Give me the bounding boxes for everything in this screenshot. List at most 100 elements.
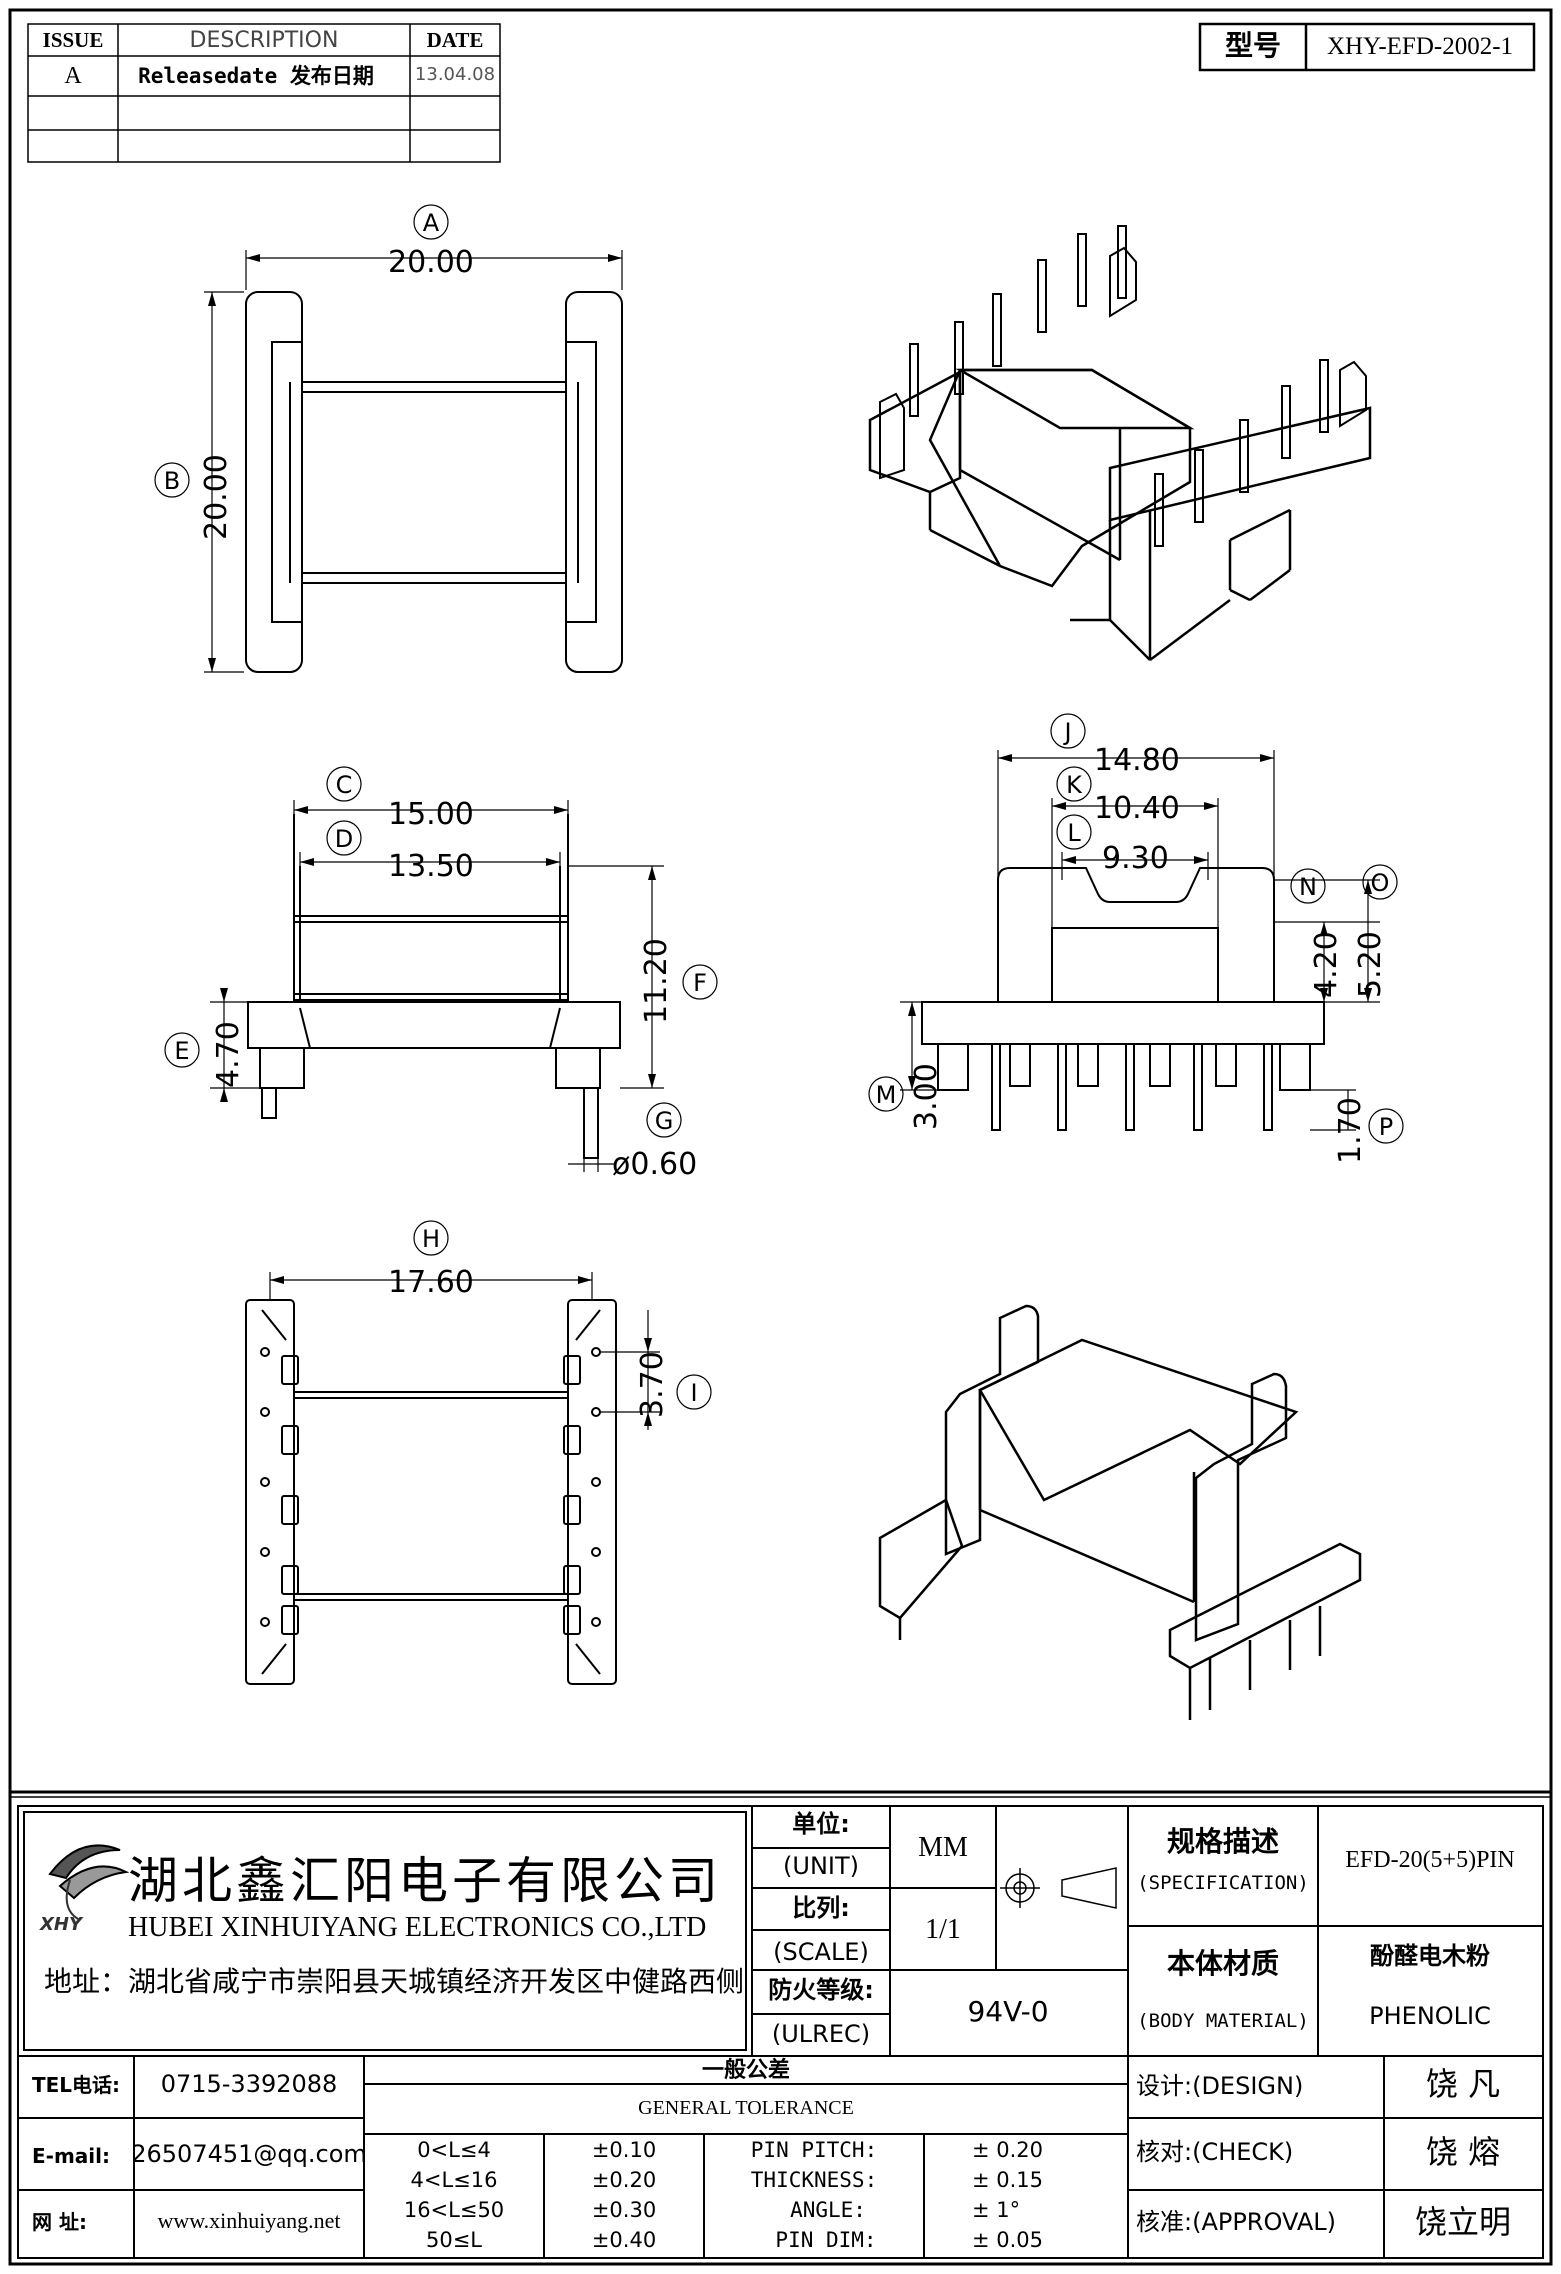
scale-label-en: (SCALE)	[773, 1938, 869, 1966]
dim-L-value: 9.30	[1102, 841, 1169, 876]
tolerance-value-3: ±0.40	[591, 2228, 657, 2252]
scale-value: 1/1	[925, 1914, 961, 1945]
svg-text:E: E	[174, 1037, 189, 1065]
spec-angle-label: ANGLE:	[790, 2198, 866, 2222]
svg-text:H: H	[422, 1225, 440, 1253]
unit-label-en: (UNIT)	[783, 1852, 859, 1880]
spec-thickness-value: ± 0.15	[972, 2168, 1044, 2192]
tel-value: 0715-3392088	[160, 2070, 338, 2098]
company-address: 地址：湖北省咸宁市崇阳县天城镇经济开发区中健路西侧	[44, 1965, 745, 1998]
dim-C-value: 15.00	[388, 797, 474, 832]
svg-text:I: I	[690, 1379, 697, 1407]
email-label: E-mail:	[32, 2144, 111, 2168]
spec-value: EFD-20(5+5)PIN	[1345, 1847, 1515, 1873]
dim-I-value: 3.70	[635, 1351, 670, 1418]
view-top	[245, 291, 623, 673]
model-box	[1198, 22, 1536, 72]
ulrec-label-cn: 防火等级:	[768, 1976, 874, 2004]
svg-text:B: B	[164, 467, 180, 495]
svg-text:O: O	[1371, 869, 1390, 897]
company-logo	[48, 1844, 130, 1921]
dim-F-value: 11.20	[639, 938, 674, 1024]
dim-M-value: 3.00	[909, 1063, 944, 1130]
svg-text:M: M	[876, 1081, 897, 1109]
svg-text:G: G	[655, 1107, 674, 1135]
dims-side	[164, 766, 718, 1172]
rev-header-description: DESCRIPTION	[189, 28, 339, 53]
unit-value: MM	[918, 1832, 968, 1863]
dim-J-value: 14.80	[1094, 743, 1180, 778]
model-value: XHY-EFD-2002-1	[1326, 33, 1514, 60]
material-value-en: PHENOLIC	[1369, 2002, 1491, 2030]
unit-label-cn: 单位:	[792, 1810, 850, 1838]
tolerance-value-0: ±0.10	[591, 2138, 657, 2162]
tolerance-range-0: 0<L≤4	[417, 2138, 491, 2162]
scale-label-cn: 比列:	[792, 1894, 850, 1922]
view-side	[247, 814, 621, 1159]
svg-text:L: L	[1067, 819, 1081, 847]
spec-label-cn: 规格描述	[1166, 1825, 1280, 1858]
dim-G-value: ø0.60	[612, 1147, 697, 1182]
spec-pin-pitch-value: ± 0.20	[972, 2138, 1044, 2162]
view-front	[921, 867, 1325, 1131]
svg-text:P: P	[1379, 1113, 1393, 1141]
dim-O-value: 5.20	[1353, 931, 1388, 998]
spec-angle-value: ± 1°	[972, 2198, 1021, 2222]
web-value: www.xinhuiyang.net	[157, 2208, 341, 2233]
design-label: 设计:(DESIGN)	[1136, 2072, 1304, 2100]
approval-label: 核准:(APPROVAL)	[1136, 2208, 1336, 2236]
view-iso-top	[868, 368, 1372, 661]
check-name: 饶 熔	[1425, 2133, 1501, 2171]
dim-E-value: 4.70	[211, 1021, 246, 1088]
svg-text:F: F	[693, 969, 707, 997]
web-label: 网 址:	[32, 2210, 87, 2234]
spec-pin-pitch-label: PIN PITCH:	[750, 2138, 878, 2162]
material-label-cn: 本体材质	[1166, 1947, 1280, 1980]
tolerance-range-1: 4<L≤16	[410, 2168, 498, 2192]
svg-text:J: J	[1062, 718, 1071, 746]
tolerance-value-2: ±0.30	[591, 2198, 657, 2222]
dim-K-value: 10.40	[1094, 791, 1180, 826]
approval-name: 饶立明	[1414, 2203, 1512, 2241]
dim-N-value: 4.20	[1309, 931, 1344, 998]
rev-row-description: Releasedate 发布日期	[138, 64, 374, 88]
model-label: 型号	[1224, 29, 1282, 62]
svg-text:D: D	[335, 825, 353, 853]
dim-H-value: 17.60	[388, 1265, 474, 1300]
svg-text:K: K	[1066, 771, 1083, 799]
projection-symbol	[1000, 1867, 1117, 1909]
company-name-en: HUBEI XINHUIYANG ELECTRONICS CO.,LTD	[128, 1912, 707, 1943]
revision-table-grid	[27, 23, 501, 163]
check-label: 核对:(CHECK)	[1136, 2138, 1294, 2166]
view-iso-top-pins	[879, 225, 1367, 547]
tolerance-title-cn: 一般公差	[701, 2058, 791, 2083]
rev-row-date: 13.04.08	[414, 64, 496, 85]
view-iso-bottom	[878, 1304, 1362, 1720]
material-value-cn: 酚醛电木粉	[1370, 1942, 1490, 1970]
company-logo-text: XHY	[40, 1914, 82, 1935]
dims-bottom	[269, 1220, 712, 1430]
ulrec-label-en: (ULREC)	[771, 2020, 871, 2048]
title-block-grid	[17, 1805, 1544, 2259]
ulrec-value: 94V-0	[967, 1995, 1049, 2028]
material-label-en: (BODY MATERIAL)	[1137, 2010, 1309, 2032]
dims-top	[154, 204, 623, 673]
view-bottom	[245, 1299, 617, 1685]
tolerance-value-1: ±0.20	[591, 2168, 657, 2192]
svg-text:C: C	[336, 771, 353, 799]
dim-B-value: 20.00	[199, 454, 234, 540]
spec-pin-dim-value: ± 0.05	[972, 2228, 1044, 2252]
company-name-cn: 湖北鑫汇阳电子有限公司	[128, 1852, 722, 1910]
dim-A-value: 20.00	[388, 245, 474, 280]
svg-text:A: A	[423, 209, 440, 237]
email-value: 26507451@qq.com	[131, 2140, 367, 2168]
dim-P-value: 1.70	[1333, 1097, 1368, 1164]
rev-header-date: DATE	[426, 28, 484, 52]
rev-header-issue: ISSUE	[42, 28, 104, 52]
tel-label: TEL电话:	[32, 2073, 121, 2097]
tolerance-range-2: 16<L≤50	[403, 2198, 505, 2222]
tolerance-title-en: GENERAL TOLERANCE	[638, 2097, 854, 2119]
spec-thickness-label: THICKNESS:	[750, 2168, 878, 2192]
